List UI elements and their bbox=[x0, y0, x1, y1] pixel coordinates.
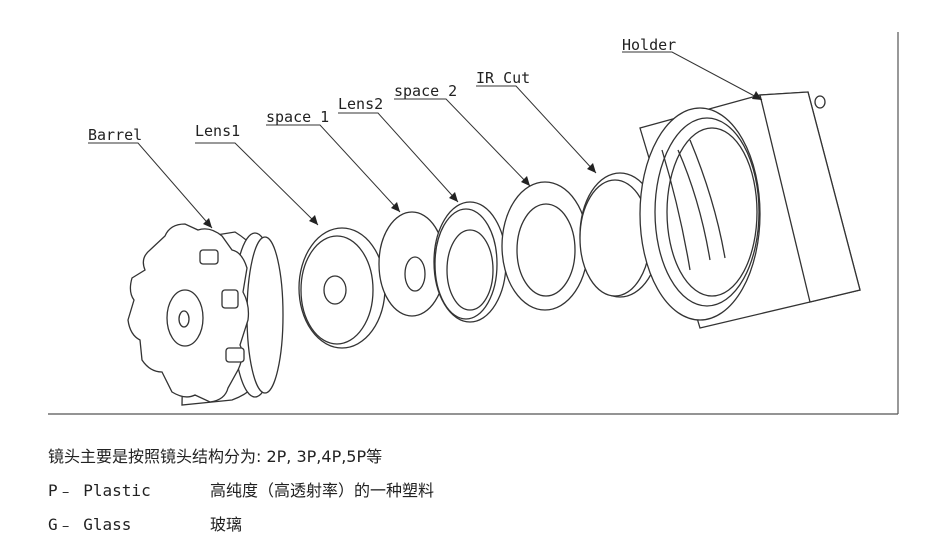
barrel-part bbox=[127, 223, 284, 406]
label-barrel: Barrel bbox=[88, 126, 142, 144]
lens1-part bbox=[298, 227, 386, 349]
glass-code: G﹣ Glass bbox=[48, 515, 132, 534]
plastic-code: P﹣ Plastic bbox=[48, 481, 151, 500]
notes-block: 镜头主要是按照镜头结构分为: 2P, 3P,4P,5P等 P﹣ Plastic 高… bbox=[48, 440, 434, 542]
label-holder: Holder bbox=[622, 36, 676, 54]
lens-exploded-diagram: Barrel Lens1 space 1 Lens2 space 2 IR Cu… bbox=[48, 32, 899, 415]
label-space2: space 2 bbox=[394, 82, 457, 100]
label-lens2: Lens2 bbox=[338, 95, 383, 113]
label-space1: space 1 bbox=[266, 108, 329, 126]
notes-intro: 镜头主要是按照镜头结构分为: 2P, 3P,4P,5P等 bbox=[48, 447, 383, 466]
glass-desc: 玻璃 bbox=[210, 515, 243, 534]
label-lens1: Lens1 bbox=[195, 122, 240, 140]
holder-part bbox=[639, 91, 861, 329]
ircut-part bbox=[579, 172, 661, 298]
lens2-part bbox=[433, 201, 507, 323]
notes-glass-row: G﹣ Glass 玻璃 bbox=[48, 508, 434, 542]
notes-plastic-row: P﹣ Plastic 高纯度（高透射率）的一种塑料 bbox=[48, 474, 434, 508]
plastic-desc: 高纯度（高透射率）的一种塑料 bbox=[210, 481, 435, 500]
label-ircut: IR Cut bbox=[476, 69, 530, 87]
space2-part bbox=[501, 181, 589, 311]
